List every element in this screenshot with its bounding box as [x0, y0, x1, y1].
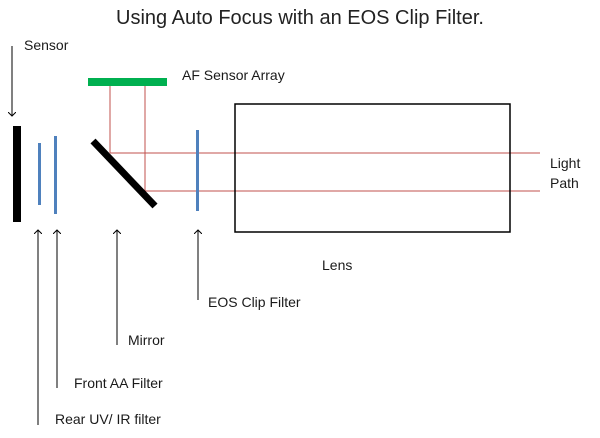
eos-clip-filter-label: EOS Clip Filter [208, 294, 301, 310]
light-label: Light [550, 155, 581, 171]
af-sensor-array [88, 78, 167, 86]
mirror [90, 138, 158, 209]
sensor-label: Sensor [24, 37, 69, 53]
path-label: Path [550, 175, 579, 191]
af-sensor-array-label: AF Sensor Array [182, 67, 285, 83]
rear-uv-ir-filter-label: Rear UV/ IR filter [55, 411, 161, 427]
sensor [13, 126, 21, 222]
eos-clip-filter [196, 130, 199, 211]
lens-outline [234, 103, 511, 233]
mirror-label: Mirror [128, 332, 165, 348]
lens-label: Lens [322, 257, 353, 273]
diagram-title: Using Auto Focus with an EOS Clip Filter… [116, 7, 484, 29]
front-aa-filter-label: Front AA Filter [74, 375, 163, 391]
rear-uv-ir-filter [38, 143, 41, 205]
front-aa-filter [54, 136, 57, 214]
